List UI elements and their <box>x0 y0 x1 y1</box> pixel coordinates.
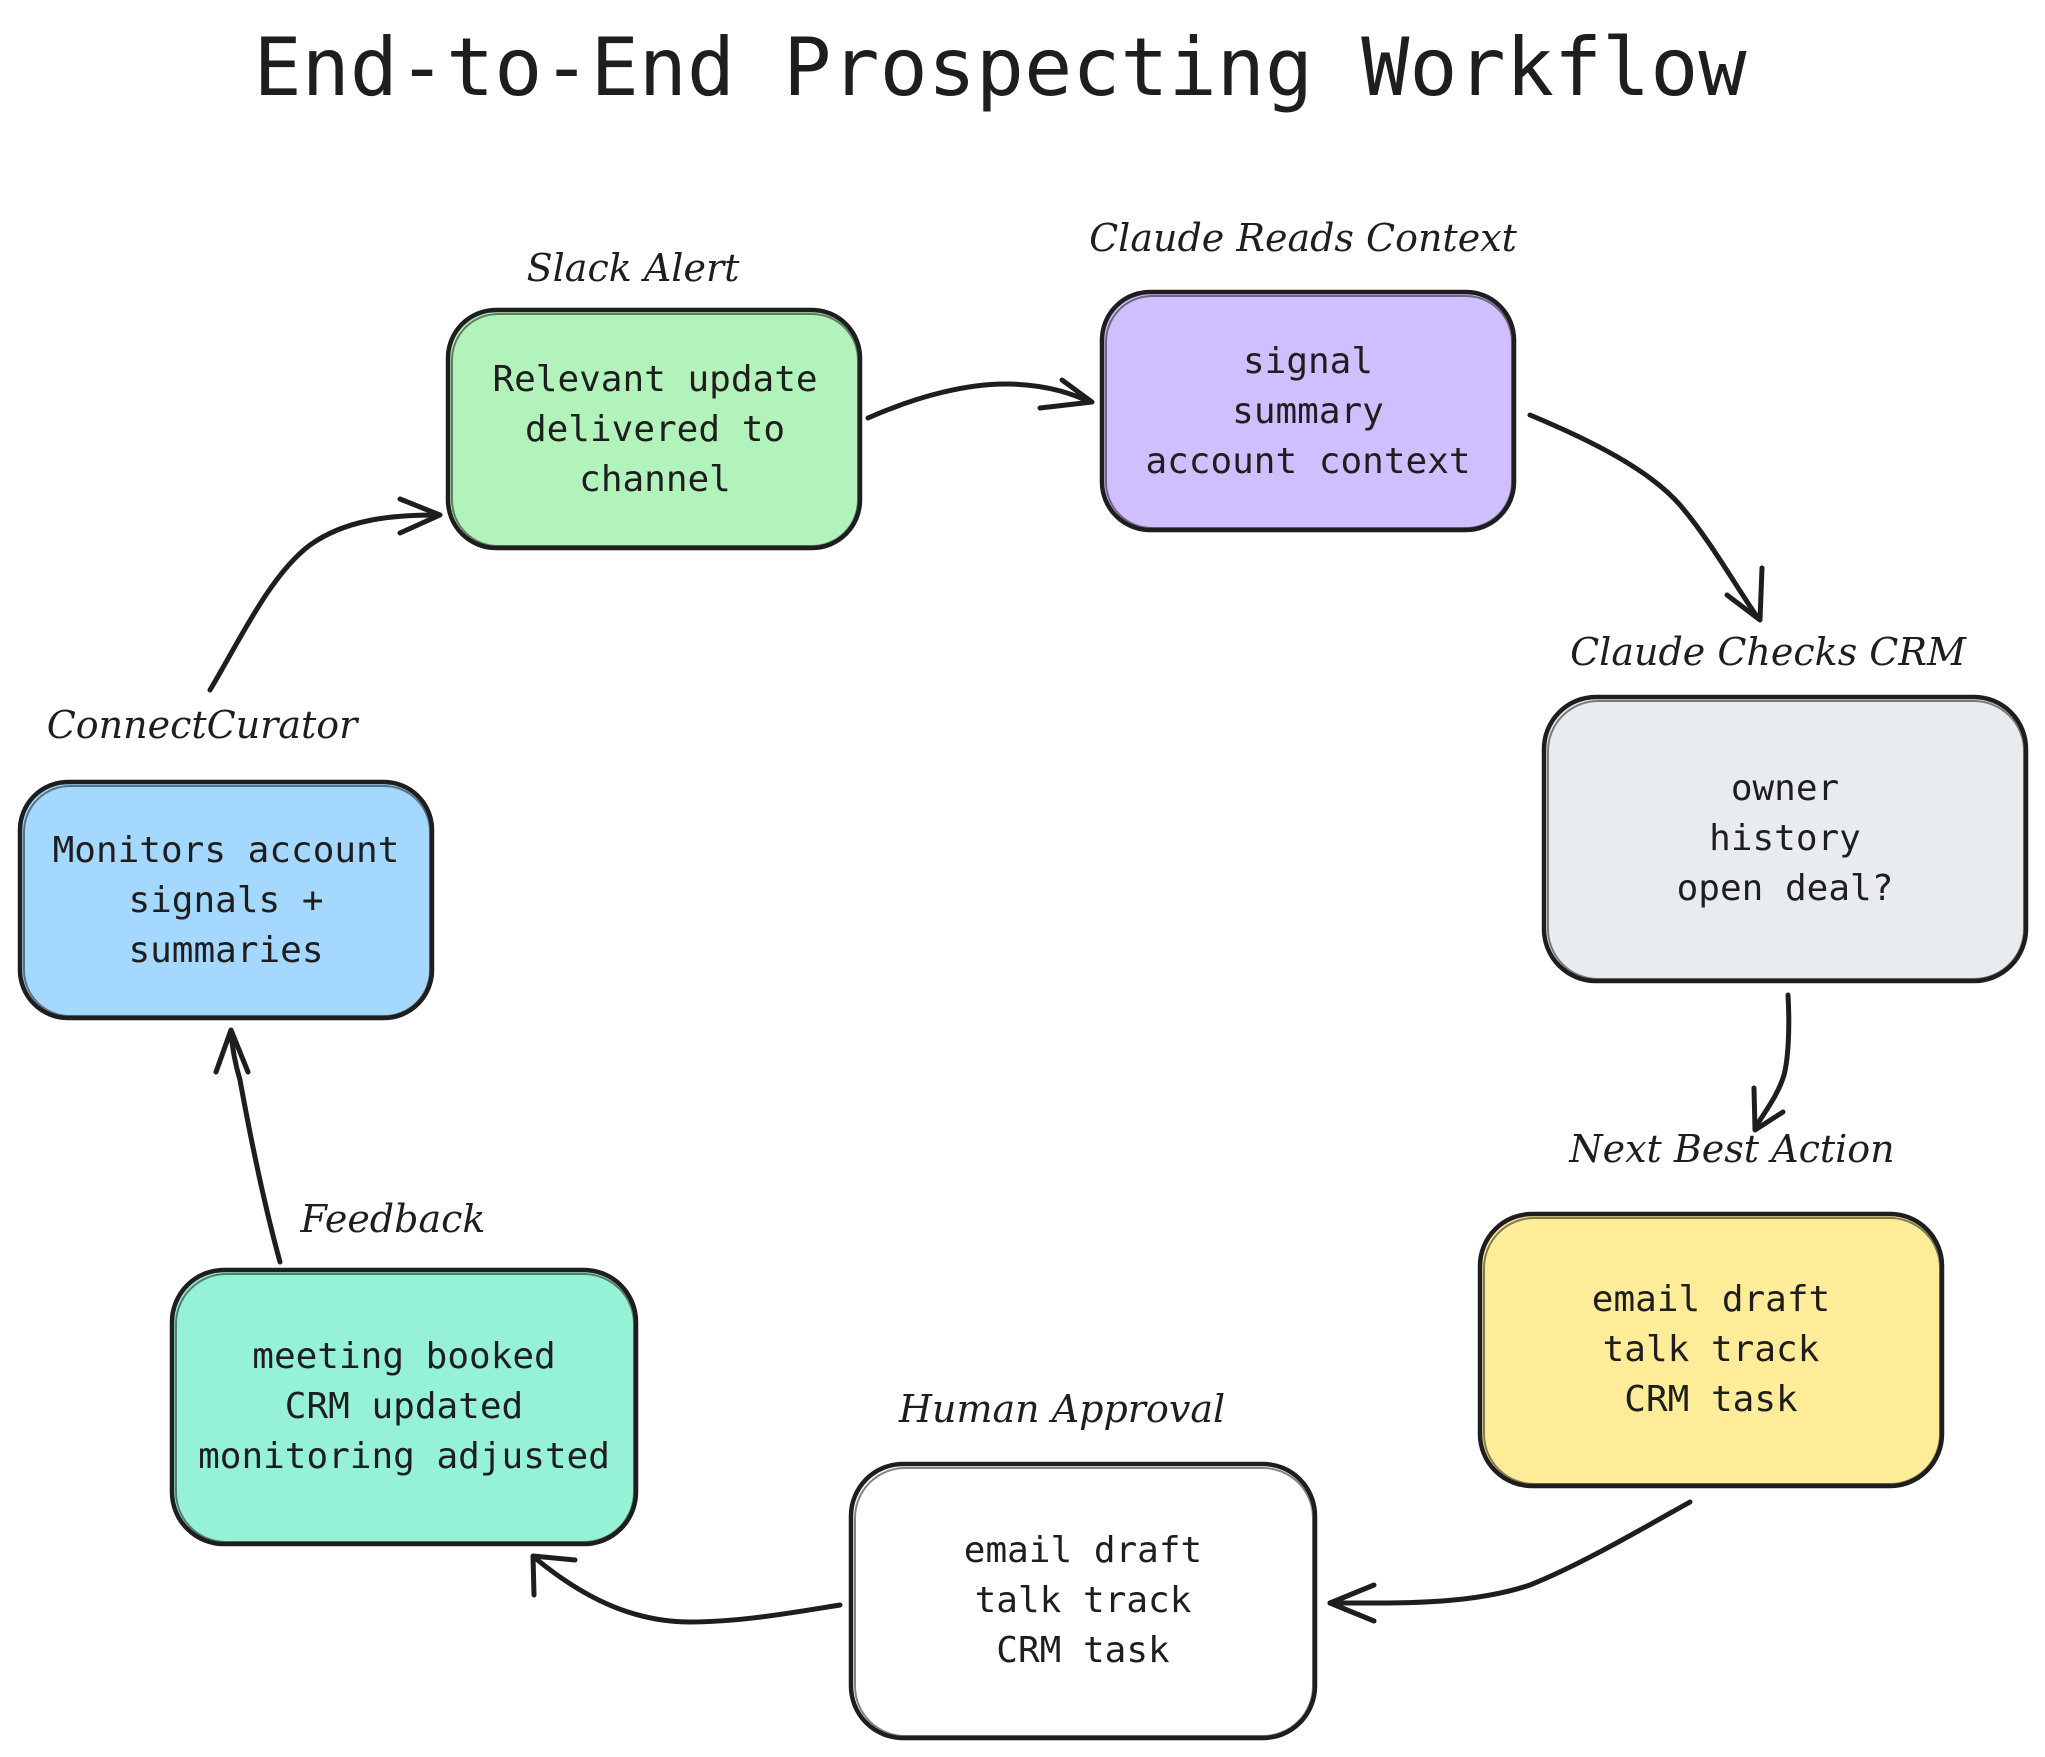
box-feedback <box>169 1267 639 1547</box>
label-human-approval: Human Approval <box>898 1387 1225 1431</box>
diagram-title: End-to-End Prospecting Workflow <box>253 21 1747 114</box>
text-claude-checks-crm-line-1: owner <box>1731 768 1839 809</box>
text-next-best-action-line-3: CRM task <box>1624 1379 1798 1420</box>
box-slack-alert <box>445 307 863 551</box>
text-claude-checks-crm-line-2: history <box>1709 818 1861 859</box>
node-claude-checks-crm: Claude Checks CRM owner history open dea… <box>1541 630 2029 984</box>
text-slack-alert-line-3: channel <box>579 459 731 500</box>
text-feedback-line-3: monitoring adjusted <box>198 1436 610 1477</box>
text-connect-curator-line-1: Monitors account <box>53 830 400 871</box>
text-human-approval-line-3: CRM task <box>996 1630 1170 1671</box>
arrow-connectcurator-to-slack-alert <box>207 496 443 693</box>
box-claude-reads-context <box>1099 289 1517 533</box>
node-human-approval: Human Approval email draft talk track CR… <box>848 1387 1318 1741</box>
arrow-next-best-action-to-human-approval <box>1327 1499 1693 1624</box>
text-claude-checks-crm-line-3: open deal? <box>1677 868 1894 909</box>
text-human-approval-line-2: talk track <box>975 1580 1192 1621</box>
arrow-human-approval-to-feedback <box>530 1553 843 1625</box>
text-human-approval-line-1: email draft <box>964 1530 1202 1571</box>
box-claude-checks-crm <box>1541 694 2029 984</box>
text-connect-curator-line-2: signals + <box>128 880 323 921</box>
label-feedback: Feedback <box>300 1197 486 1241</box>
label-claude-checks-crm: Claude Checks CRM <box>1570 630 1967 674</box>
node-connect-curator: ConnectCurator Monitors account signals … <box>17 703 435 1021</box>
label-claude-reads-context: Claude Reads Context <box>1089 216 1518 260</box>
node-slack-alert: Slack Alert Relevant update delivered to… <box>445 246 863 551</box>
box-human-approval <box>848 1461 1318 1741</box>
arrow-feedback-to-connectcurator <box>213 1027 283 1265</box>
node-next-best-action: Next Best Action email draft talk track … <box>1477 1127 1945 1489</box>
arrow-slack-alert-to-claude-reads-context <box>865 377 1095 421</box>
text-next-best-action-line-1: email draft <box>1592 1279 1830 1320</box>
text-slack-alert-line-2: delivered to <box>525 409 785 450</box>
text-feedback-line-2: CRM updated <box>285 1386 523 1427</box>
text-next-best-action-line-2: talk track <box>1603 1329 1820 1370</box>
text-connect-curator-line-3: summaries <box>128 930 323 971</box>
text-claude-reads-context-line-3: account context <box>1145 441 1470 482</box>
text-claude-reads-context-line-1: signal <box>1243 341 1373 382</box>
text-claude-reads-context-line-2: summary <box>1232 391 1384 432</box>
arrow-claude-checks-crm-to-next-best-action <box>1751 992 1792 1133</box>
node-claude-reads-context: Claude Reads Context signal summary acco… <box>1089 216 1518 533</box>
box-connect-curator <box>17 779 435 1021</box>
label-next-best-action: Next Best Action <box>1568 1127 1894 1171</box>
label-connect-curator: ConnectCurator <box>47 703 360 747</box>
text-slack-alert-line-1: Relevant update <box>492 359 817 400</box>
box-next-best-action <box>1477 1211 1945 1489</box>
text-feedback-line-1: meeting booked <box>252 1336 555 1377</box>
label-slack-alert: Slack Alert <box>527 246 740 290</box>
node-feedback: Feedback meeting booked CRM updated moni… <box>169 1197 639 1547</box>
arrow-claude-reads-context-to-claude-checks-crm <box>1527 412 1765 623</box>
